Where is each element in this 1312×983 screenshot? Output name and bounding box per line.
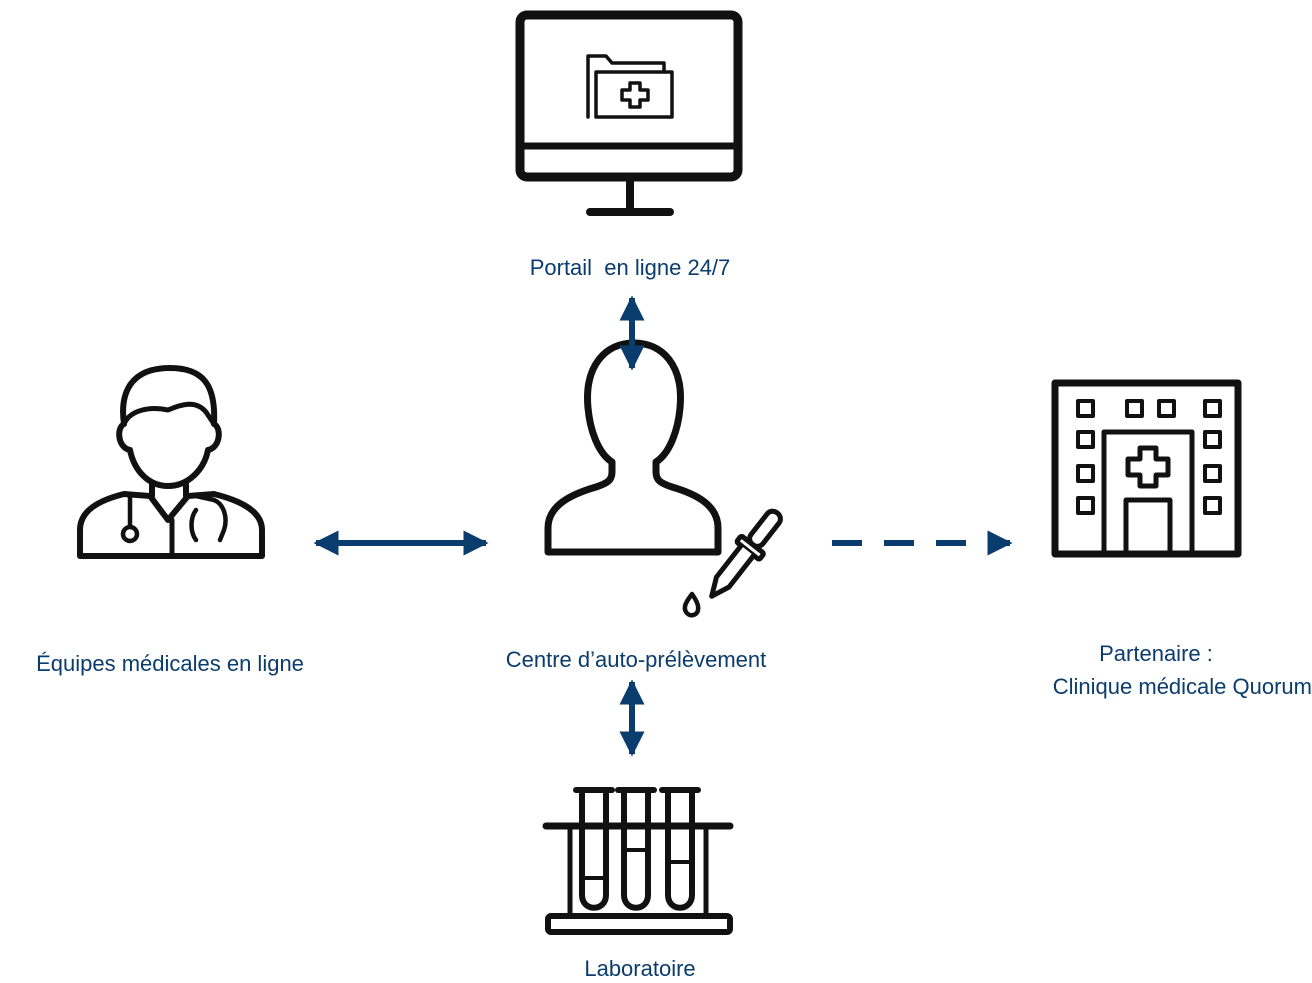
portal-label: Portail en ligne 24/7 bbox=[529, 255, 731, 280]
monitor-with-medical-folder-icon bbox=[515, 10, 743, 216]
partner-label-line2: Clinique médicale Quorum bbox=[1052, 674, 1312, 699]
person-with-dropper-icon bbox=[544, 339, 783, 618]
doctor-icon bbox=[77, 365, 265, 559]
center-label: Centre d’auto-prélèvement bbox=[505, 647, 767, 672]
laboratory-label: Laboratoire bbox=[584, 956, 696, 981]
medical-team-label: Équipes médicales en ligne bbox=[36, 651, 304, 676]
hospital-building-icon bbox=[1051, 379, 1242, 558]
test-tubes-icon bbox=[542, 787, 734, 935]
partner-label-line1: Partenaire : bbox=[1099, 641, 1213, 666]
